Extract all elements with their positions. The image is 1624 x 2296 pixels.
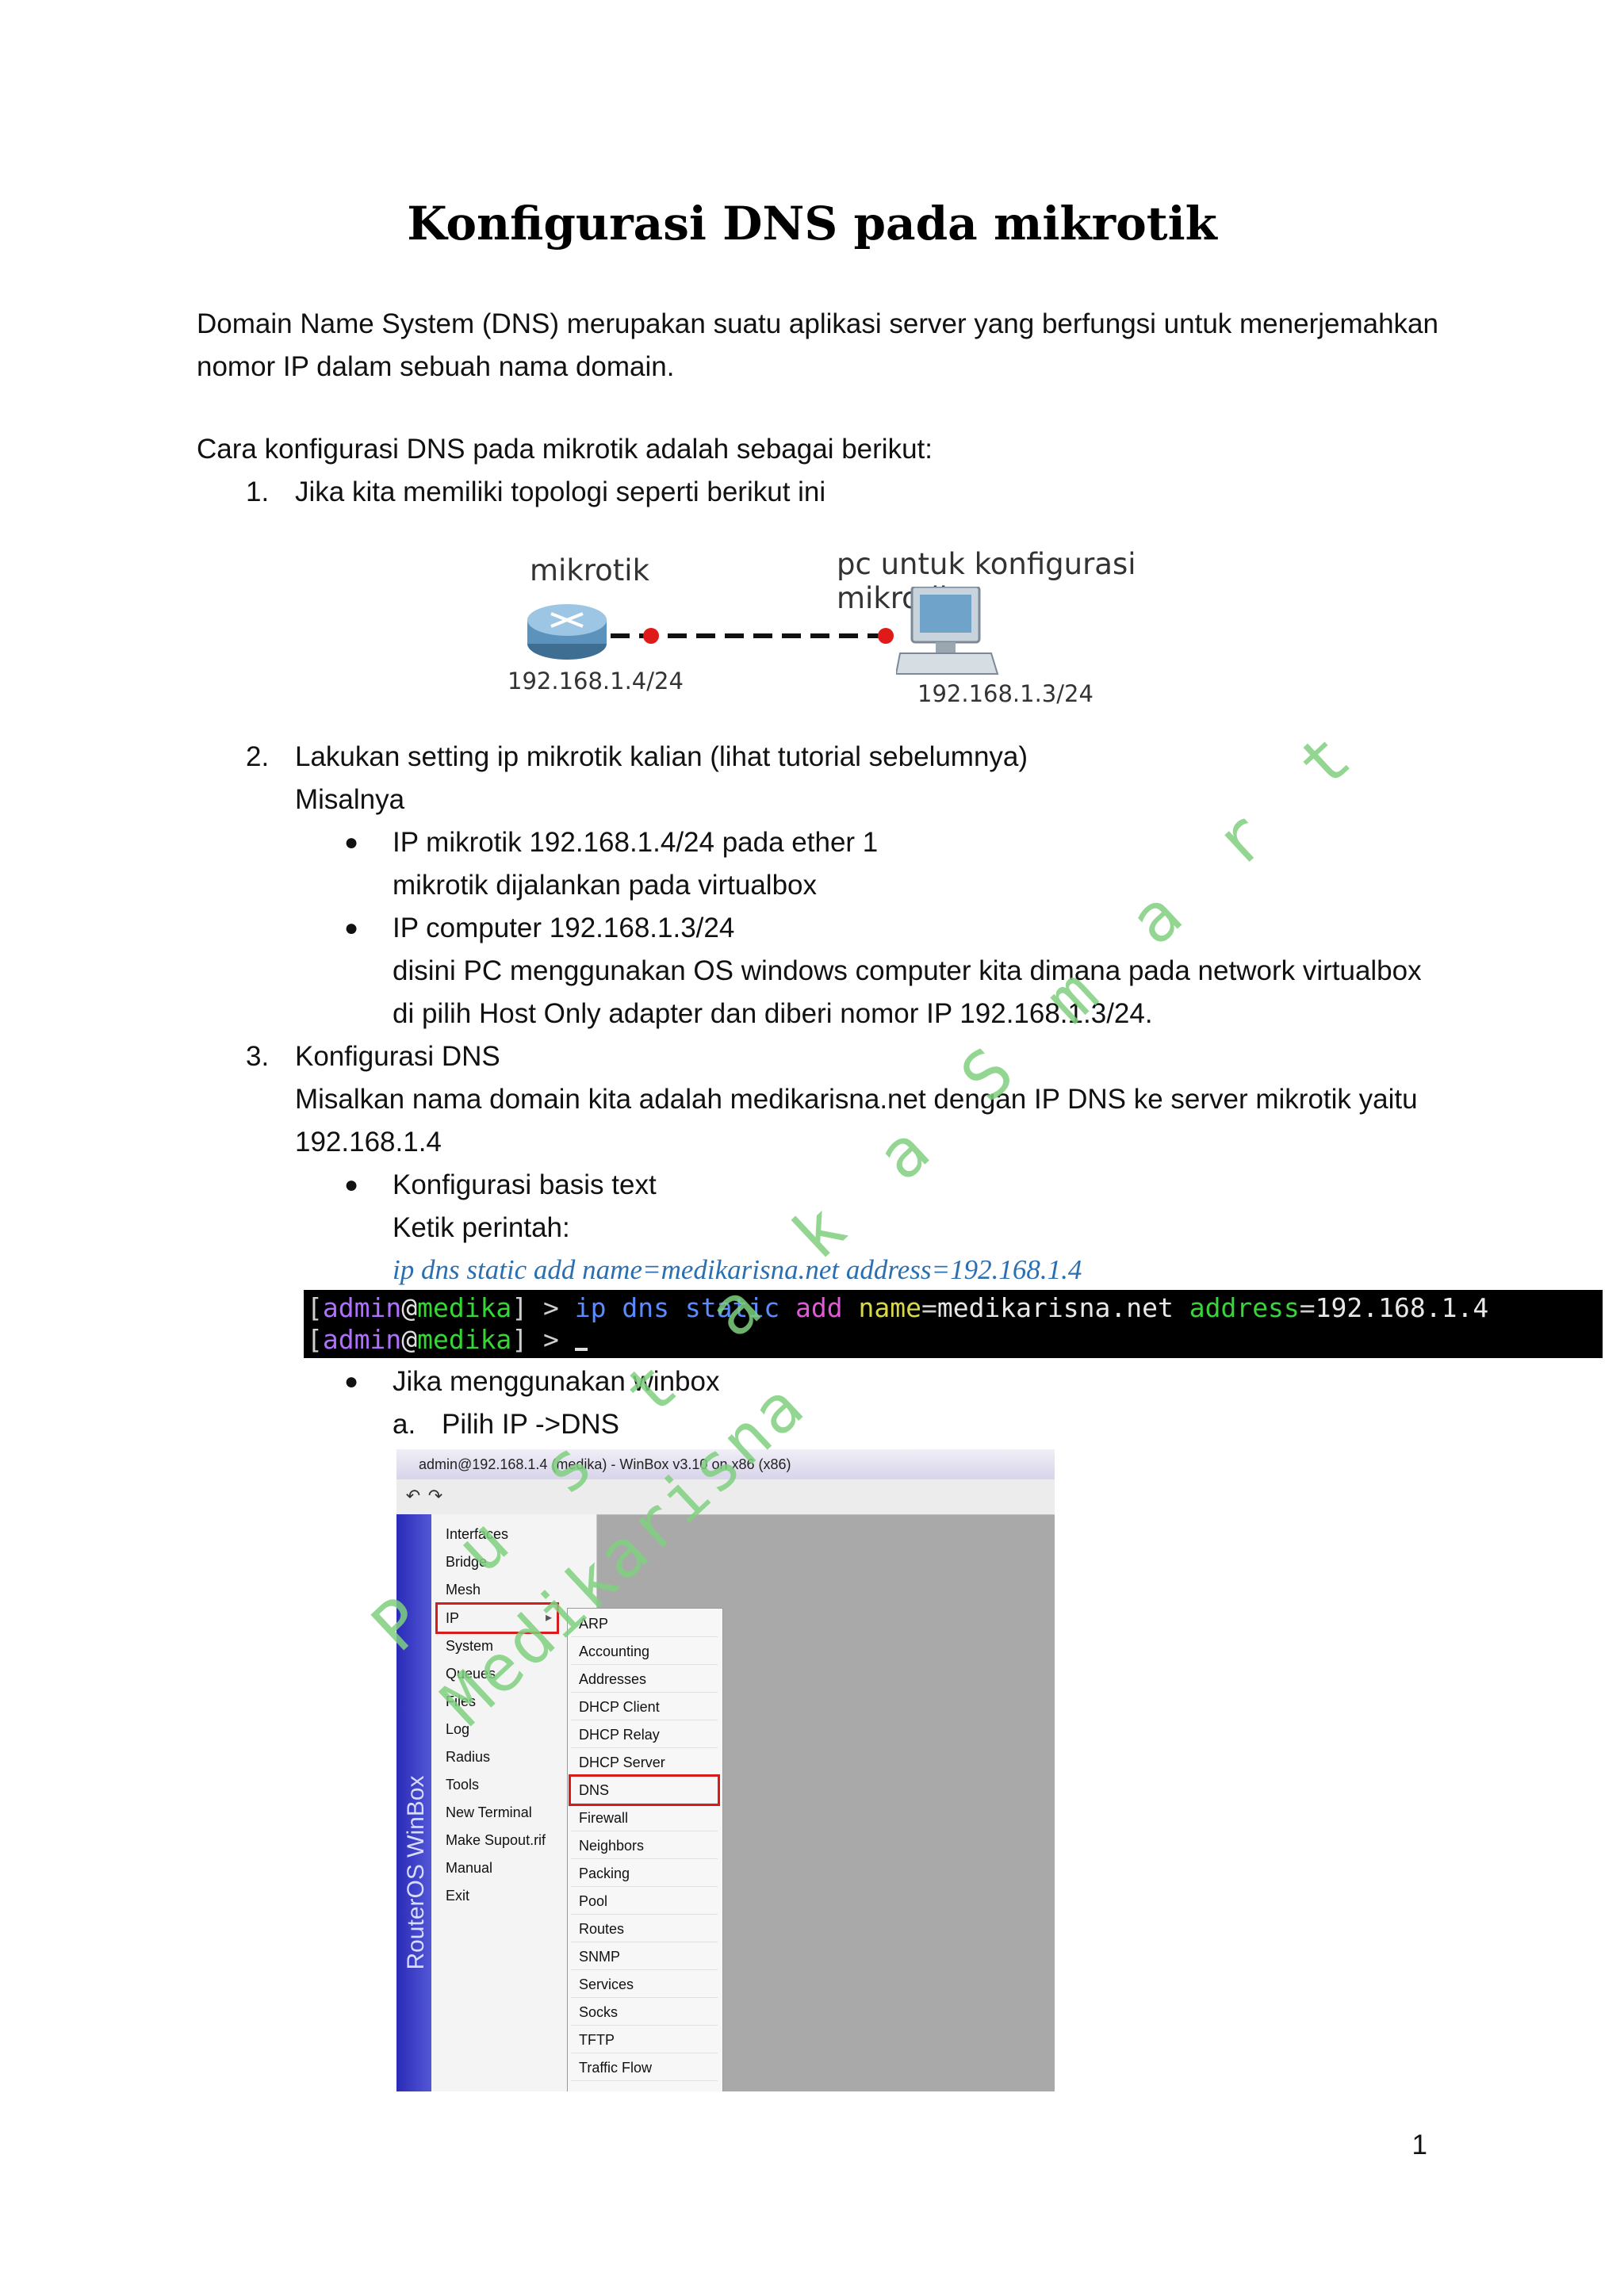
menu-item-files[interactable]: Files [446, 1693, 477, 1709]
router-ip: 192.168.1.4/24 [508, 668, 684, 695]
menu-item-queues[interactable]: Queues [446, 1666, 496, 1682]
submenu-item-dhcp-client[interactable]: DHCP Client [571, 1693, 718, 1720]
bullet-ip-mikrotik-detail: mikrotik dijalankan pada virtualbox [393, 870, 817, 901]
winbox-screenshot: admin@192.168.1.4 (medika) - WinBox v3.1… [396, 1449, 1055, 2091]
menu-item-radius[interactable]: Radius [446, 1749, 491, 1765]
submenu-item-snmp[interactable]: SNMP [571, 1943, 718, 1970]
step-2-sub: Misalnya [295, 784, 405, 815]
menu-item-log[interactable]: Log [446, 1721, 470, 1737]
menu-item-manual[interactable]: Manual [446, 1860, 493, 1876]
submenu-item-packing[interactable]: Packing [571, 1860, 718, 1887]
step-3-sub-2: 192.168.1.4 [295, 1127, 442, 1158]
menu-item-interfaces[interactable]: Interfaces [446, 1526, 509, 1542]
submenu-item-tftp[interactable]: TFTP [571, 2026, 718, 2053]
router-icon [527, 604, 607, 660]
undo-icon[interactable]: ↶ [405, 1486, 421, 1506]
bullet-ip-computer-detail-2: di pilih Host Only adapter dan diberi no… [393, 998, 1153, 1029]
page-number: 1 [1411, 2130, 1427, 2160]
bullet-ketik-perintah: Ketik perintah: [393, 1212, 570, 1243]
link-line [611, 628, 894, 644]
router-label: mikrotik [530, 553, 649, 587]
bullet-ip-computer: IP computer 192.168.1.3/24 [393, 913, 735, 943]
winbox-title-bar: admin@192.168.1.4 (medika) - WinBox v3.1… [396, 1449, 1055, 1479]
intro-line-2: nomor IP dalam sebuah nama domain. [197, 351, 675, 382]
step-2-number: 2. [246, 741, 270, 772]
bullet-ip-mikrotik: IP mikrotik 192.168.1.4/24 pada ether 1 [393, 827, 879, 858]
submenu-item-pool[interactable]: Pool [571, 1888, 718, 1915]
submenu-item-traffic-flow[interactable]: Traffic Flow [571, 2054, 718, 2081]
menu-item-make-supout[interactable]: Make Supout.rif [446, 1832, 546, 1848]
bullet-ip-computer-detail-1: disini PC menggunakan OS windows compute… [393, 955, 1422, 986]
command-text: ip dns static add name=medikarisna.net a… [393, 1254, 1082, 1285]
submenu-item-routes[interactable]: Routes [571, 1915, 718, 1942]
winbox-ip-submenu: ARP Accounting Addresses DHCP Client DHC… [567, 1608, 723, 2091]
menu-item-exit[interactable]: Exit [446, 1888, 470, 1904]
terminal-screenshot: [admin@medika] > ip dns static add name=… [304, 1290, 1603, 1358]
submenu-arrow-icon: ▸ [545, 1611, 552, 1624]
submenu-item-dhcp-server[interactable]: DHCP Server [571, 1749, 718, 1776]
submenu-item-dhcp-relay[interactable]: DHCP Relay [571, 1721, 718, 1748]
terminal-line-1: [admin@medika] > ip dns static add name=… [307, 1292, 1489, 1323]
intro-line-1: Domain Name System (DNS) merupakan suatu… [197, 308, 1438, 339]
submenu-item-arp[interactable]: ARP [571, 1610, 718, 1637]
submenu-item-addresses[interactable]: Addresses [571, 1666, 718, 1693]
bullet-winbox: Jika menggunakan winbox [393, 1366, 720, 1397]
terminal-cursor [574, 1348, 588, 1351]
menu-item-new-terminal[interactable]: New Terminal [446, 1804, 532, 1820]
bullet-dot: ● [344, 915, 359, 941]
step-2-text: Lakukan setting ip mikrotik kalian (liha… [295, 741, 1028, 772]
sub-step-a-text: Pilih IP ->DNS [442, 1409, 620, 1440]
step-3-number: 3. [246, 1041, 270, 1072]
submenu-item-socks[interactable]: Socks [571, 1999, 718, 2026]
step-3-text: Konfigurasi DNS [295, 1041, 500, 1072]
bullet-text-config: Konfigurasi basis text [393, 1169, 657, 1200]
step-3-sub-1: Misalkan nama domain kita adalah medikar… [295, 1084, 1418, 1115]
terminal-line-2: [admin@medika] > [304, 1324, 1603, 1356]
cara-heading: Cara konfigurasi DNS pada mikrotik adala… [197, 434, 933, 465]
sub-step-a-label: a. [393, 1409, 416, 1440]
menu-item-ip[interactable]: IP▸ [435, 1602, 559, 1634]
winbox-sidebar: RouterOS WinBox [396, 1514, 431, 2091]
bullet-dot: ● [344, 1368, 359, 1395]
bullet-dot: ● [344, 829, 359, 855]
submenu-item-accounting[interactable]: Accounting [571, 1638, 718, 1665]
submenu-item-neighbors[interactable]: Neighbors [571, 1832, 718, 1859]
step-1-number: 1. [246, 476, 270, 507]
redo-icon[interactable]: ↷ [427, 1486, 443, 1506]
winbox-toolbar: ↶ ↷ [396, 1479, 1055, 1515]
menu-item-bridge[interactable]: Bridge [446, 1554, 488, 1570]
bullet-dot: ● [344, 1172, 359, 1198]
step-1-text: Jika kita memiliki topologi seperti beri… [295, 476, 826, 507]
routeros-winbox-logo: RouterOS WinBox [403, 1775, 429, 1970]
page-title: Konfigurasi DNS pada mikrotik [407, 197, 1217, 251]
submenu-item-services[interactable]: Services [571, 1971, 718, 1998]
pc-icon [896, 587, 999, 675]
pc-ip: 192.168.1.3/24 [917, 680, 1094, 707]
topology-diagram: mikrotik pc untuk konfigurasi mikrotik 1… [500, 539, 1261, 718]
submenu-item-firewall[interactable]: Firewall [571, 1804, 718, 1831]
submenu-item-dns[interactable]: DNS [569, 1774, 720, 1806]
menu-item-mesh[interactable]: Mesh [446, 1582, 481, 1598]
